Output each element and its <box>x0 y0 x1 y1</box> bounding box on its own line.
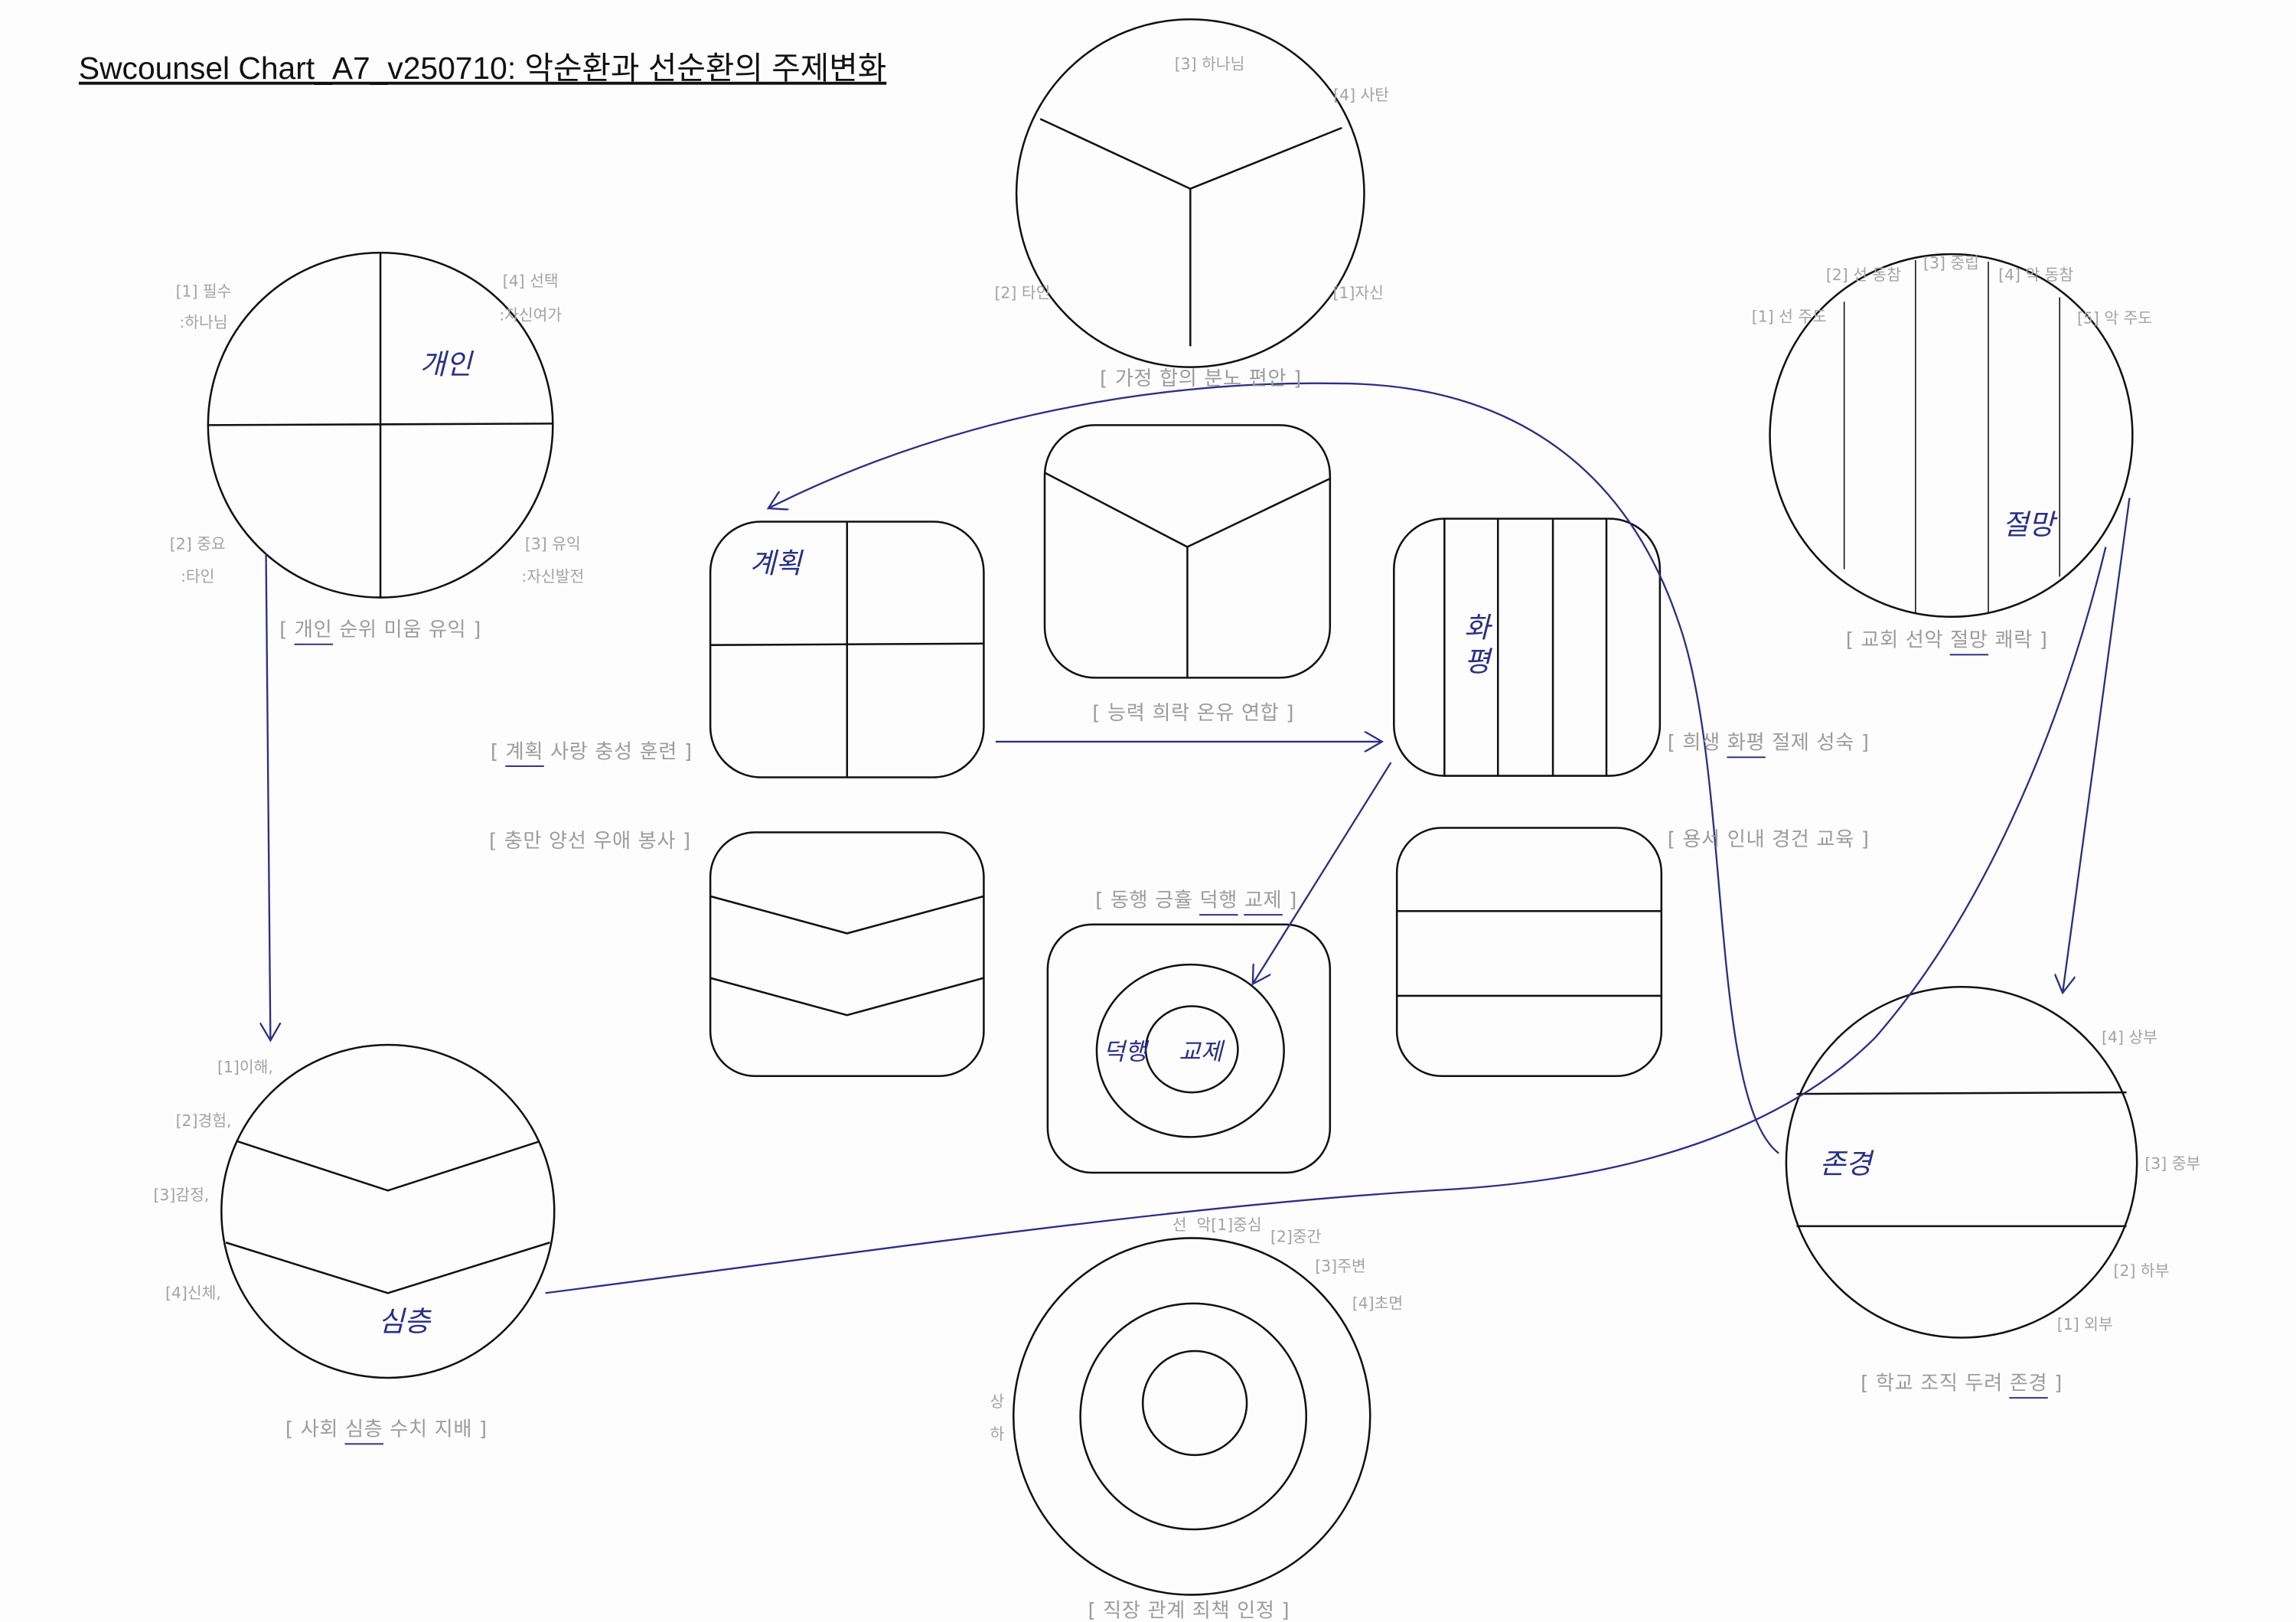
caption-text: [ 사회 <box>285 1418 345 1442</box>
caption-text: [ 교회 선악 <box>1845 628 1951 653</box>
handwritten-note: 계획 <box>749 547 802 581</box>
handwritten-note: 존경 <box>1819 1147 1872 1181</box>
church-caption: [ 교회 선악 절망 쾌락 ] <box>1845 623 2048 656</box>
society-circle <box>220 1043 556 1379</box>
home-label: [3] 하나님 <box>1174 55 1245 74</box>
school-caption: [ 학교 조직 두려 존경 ] <box>1861 1366 2063 1399</box>
personal-label: :하나님 <box>179 314 228 332</box>
forgive-box <box>1395 827 1663 1078</box>
society-label: [3]감정, <box>153 1186 210 1205</box>
work-label: 상 <box>990 1393 1005 1411</box>
caption-text: [ <box>490 739 506 765</box>
caption-keyword: 교제 <box>1244 889 1283 916</box>
handwritten-note: 심층 <box>378 1305 431 1339</box>
caption-keyword: 심층 <box>345 1418 383 1445</box>
caption-text: 사랑 충성 훈련 ] <box>543 739 693 765</box>
caption-text: [ 동행 긍휼 <box>1095 889 1200 913</box>
personal-label: :타인 <box>181 568 215 587</box>
personal-label: :자신여가 <box>499 306 563 325</box>
work-caption: [ 직장 관계 죄책 인정 ] <box>1088 1594 1290 1622</box>
church-label: [2] 선 동참 <box>1825 266 1901 285</box>
school-label: [1] 외부 <box>2056 1316 2113 1334</box>
arrow-sacrifice-to-walk <box>1253 762 1392 984</box>
school-label: [3] 중부 <box>2144 1155 2201 1173</box>
work-circle <box>1012 1237 1371 1596</box>
caption-text: 절제 성숙 ] <box>1765 731 1870 756</box>
work-label: [4]초면 <box>1352 1295 1404 1314</box>
work-label: [2]중간 <box>1270 1228 1322 1247</box>
home-circle <box>1015 18 1365 368</box>
caption-keyword: 계획 <box>505 739 544 767</box>
caption-keyword: 덕행 <box>1199 889 1238 916</box>
caption-text: [ 학교 조직 두려 <box>1861 1372 2010 1396</box>
caption-text: [ 충만 양선 우애 봉사 ] <box>488 829 691 853</box>
school-label: [2] 하부 <box>2113 1262 2170 1281</box>
walk-box <box>1046 923 1332 1174</box>
caption-text: 순위 미움 유익 ] <box>332 618 482 642</box>
arrow-personal-to-society <box>266 554 271 1040</box>
plan-caption: [ 계획 사랑 충성 훈련 ] <box>490 734 693 767</box>
handwritten-note: 절망 <box>2002 509 2055 542</box>
ability-box <box>1043 424 1332 679</box>
arrow-society-to-church <box>545 547 2107 1294</box>
caption-text: [ 희생 <box>1667 731 1727 756</box>
church-label: [3] 중립 <box>1923 255 1979 273</box>
work-label: [3]주변 <box>1315 1258 1366 1276</box>
home-caption: [ 가정 합의 분노 편안 ] <box>1100 361 1302 391</box>
home-label: [4] 사탄 <box>1333 86 1390 105</box>
personal-label: :자신발전 <box>521 568 585 587</box>
church-label: [1] 선 주도 <box>1751 308 1827 327</box>
personal-label: [3] 유익 <box>524 535 581 554</box>
caption-keyword: 화평 <box>1727 731 1766 759</box>
society-caption: [ 사회 심층 수치 지배 ] <box>285 1412 488 1445</box>
handwritten-note: 덕행 <box>1103 1037 1147 1066</box>
ability-caption: [ 능력 희락 온유 연합 ] <box>1092 696 1295 726</box>
caption-keyword: 존경 <box>2009 1372 2048 1399</box>
caption-text: [ 직장 관계 죄책 인정 ] <box>1088 1599 1290 1622</box>
personal-caption: [ 개인 순위 미움 유익 ] <box>279 612 482 645</box>
page-title: Swcounsel Chart_A7_v250710: 악순환과 선순환의 주제… <box>78 51 887 86</box>
personal-label: [2] 중요 <box>169 535 226 554</box>
forgive-caption: [ 용서 인내 경건 교육 ] <box>1668 822 1870 852</box>
school-label: [4] 상부 <box>2102 1029 2157 1047</box>
walk-caption: [ 동행 긍휼 덕행 교제 ] <box>1095 883 1298 916</box>
handwritten-note: 개인 <box>419 348 472 382</box>
arrow-school-to-plan <box>768 382 1779 1154</box>
caption-text: [ <box>279 618 295 642</box>
home-label: [2] 타인 <box>994 284 1051 303</box>
caption-keyword: 절망 <box>1950 628 1988 656</box>
church-label: [4] 악 동참 <box>1998 266 2074 285</box>
caption-text: [ 가정 합의 분노 편안 ] <box>1099 367 1302 391</box>
society-label: [2]경험, <box>175 1112 232 1131</box>
society-label: [4]신체, <box>165 1284 221 1303</box>
society-label: [1]이해, <box>217 1059 273 1077</box>
plan-box <box>709 521 985 778</box>
caption-keyword: 개인 <box>294 618 333 645</box>
work-label: 선 악[1]중심 <box>1172 1216 1262 1235</box>
personal-circle <box>207 251 554 599</box>
personal-label: [4] 선택 <box>502 273 559 291</box>
handwritten-note: 화평 <box>1458 612 1492 681</box>
fullness-box <box>709 831 985 1078</box>
caption-text: 수치 지배 ] <box>383 1418 488 1442</box>
church-circle <box>1769 253 2134 618</box>
sacrifice-box <box>1393 517 1662 777</box>
sacrifice-caption: [ 희생 화평 절제 성숙 ] <box>1667 726 1870 759</box>
school-circle <box>1785 986 2138 1339</box>
arrow-church-to-school <box>2063 498 2131 993</box>
personal-label: [1] 필수 <box>175 282 232 302</box>
caption-text: [ 용서 인내 경건 교육 ] <box>1667 827 1870 852</box>
caption-text: ] <box>2047 1372 2063 1396</box>
handwritten-note: 교제 <box>1179 1037 1223 1066</box>
home-label: [1]자신 <box>1332 284 1384 303</box>
caption-text: 쾌락 ] <box>1988 628 2048 653</box>
caption-text: ] <box>1282 889 1298 913</box>
work-label: 하 <box>990 1426 1005 1444</box>
church-label: [5] 악 주도 <box>2076 309 2153 328</box>
caption-text: [ 능력 희락 온유 연합 ] <box>1092 701 1295 726</box>
fullness-caption: [ 충만 양선 우애 봉사 ] <box>489 824 691 853</box>
